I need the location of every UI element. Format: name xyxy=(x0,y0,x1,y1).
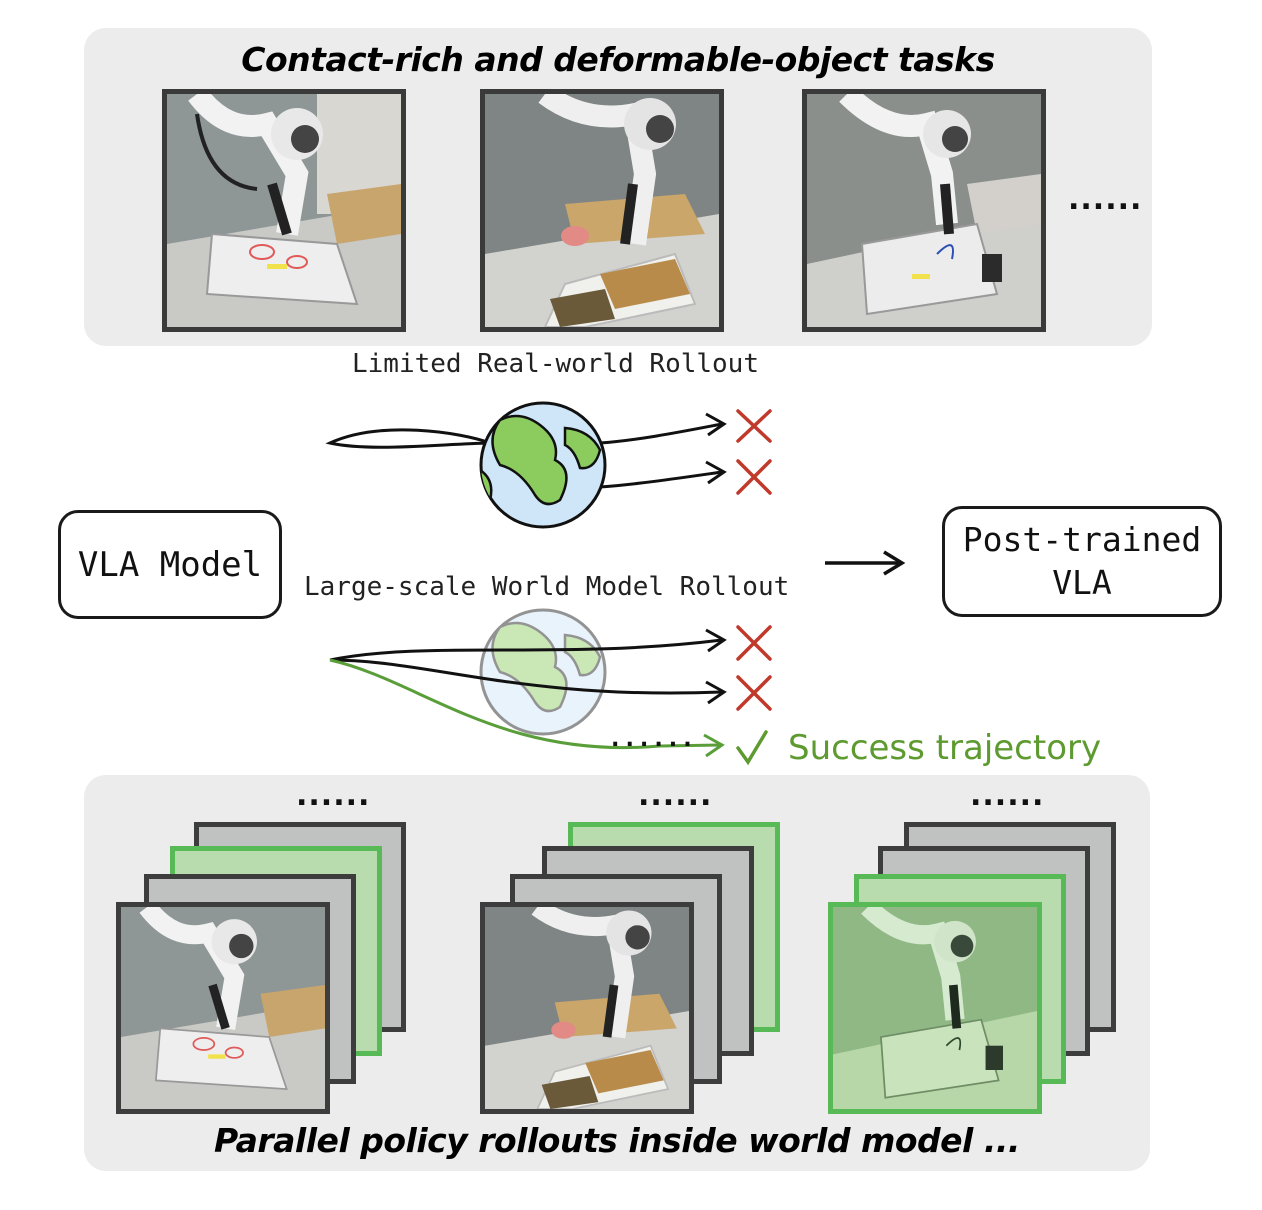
fail-cross-icon xyxy=(736,675,772,711)
stack1-ellipsis: ...... xyxy=(296,778,371,813)
fail-cross-icon xyxy=(736,459,772,495)
top-panel-ellipsis: ...... xyxy=(1068,182,1143,217)
post-trained-vla-box: Post-trained VLA xyxy=(942,506,1222,617)
top-panel-title: Contact-rich and deformable-object tasks xyxy=(241,40,995,79)
task-photo-whiteboard xyxy=(162,89,406,332)
vla-model-label: VLA Model xyxy=(77,544,263,585)
large-rollout-label: Large-scale World Model Rollout xyxy=(304,572,790,602)
world-model-globe-icon xyxy=(479,608,607,736)
post-trained-line2: VLA xyxy=(1052,562,1112,602)
post-trained-line1: Post-trained xyxy=(962,519,1202,559)
success-label: Success trajectory xyxy=(788,728,1102,768)
limited-rollout-label: Limited Real-world Rollout xyxy=(352,349,759,379)
rollout-frame-front xyxy=(480,902,694,1114)
small-ellipsis: ...... xyxy=(608,724,695,752)
globe-icon xyxy=(479,401,607,529)
stack3-ellipsis: ...... xyxy=(970,778,1045,813)
success-check-icon xyxy=(736,730,768,766)
stack2-ellipsis: ...... xyxy=(638,778,713,813)
rollout-frame-front-success xyxy=(828,902,1042,1114)
fail-cross-icon xyxy=(736,409,772,443)
rollout-frame-front xyxy=(116,902,330,1114)
task-photo-pen-drawing xyxy=(802,89,1046,332)
fail-cross-icon xyxy=(736,625,772,661)
vla-model-box: VLA Model xyxy=(58,510,282,619)
bottom-panel-title: Parallel policy rollouts inside world mo… xyxy=(214,1121,1020,1160)
task-photo-food-tray xyxy=(480,89,724,332)
